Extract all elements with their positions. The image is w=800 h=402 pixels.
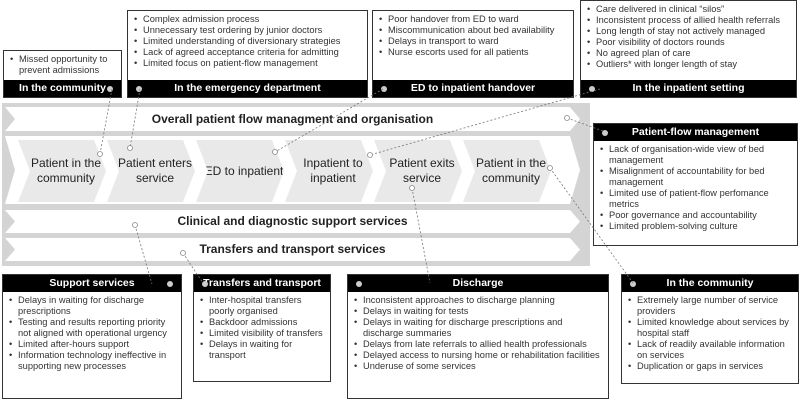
box-header: In the emergency department <box>128 80 367 97</box>
issue-list: Complex admission processUnnecessary tes… <box>128 11 367 80</box>
box-title: In the inpatient setting <box>632 82 745 94</box>
list-item: Long length of stay not actively managed <box>587 26 792 37</box>
issue-list: Inconsistent approaches to discharge pla… <box>348 292 608 398</box>
list-item: Delays in waiting for transport <box>200 339 326 361</box>
list-item: Delays in waiting for discharge prescrip… <box>354 317 604 339</box>
list-item: Information technology ineffective in su… <box>9 350 177 372</box>
box-header: Patient-flow management <box>594 124 797 141</box>
stage-chevron: Patient in the community <box>463 140 551 202</box>
issue-list: Poor handover from ED to wardMiscommunic… <box>373 11 573 80</box>
list-item: Limited problem-solving culture <box>600 221 793 232</box>
box-header: In the inpatient setting <box>581 80 796 97</box>
list-item: Limited focus on patient-flow management <box>134 58 363 69</box>
box-header: In the community <box>622 275 798 292</box>
connector-dot-icon <box>602 130 608 136</box>
connector-dot-icon <box>107 86 113 92</box>
list-item: Misalignment of accountability for bed m… <box>600 166 793 188</box>
box-title: In the emergency department <box>174 82 321 94</box>
list-item: Lack of organisation-wide view of bed ma… <box>600 144 793 166</box>
list-item: Poor handover from ED to ward <box>379 14 569 25</box>
bottom-boxes-panel: In the communityExtremely large number o… <box>621 274 799 384</box>
stage-chevron: ED to inpatient <box>196 140 284 202</box>
connector-dot-icon <box>381 86 387 92</box>
list-item: Delays from late referrals to allied hea… <box>354 339 604 350</box>
list-item: Lack of readily available information on… <box>628 339 794 361</box>
box-title: Support services <box>49 277 135 289</box>
bottom-boxes-panel: Transfers and transportInter-hospital tr… <box>193 274 331 382</box>
connector-dot-icon <box>630 281 636 287</box>
box-title: In the community <box>666 277 754 289</box>
list-item: Care delivered in clinical “silos” <box>587 4 792 15</box>
list-item: Delays in waiting for discharge prescrip… <box>9 295 177 317</box>
issue-list: Missed opportunity to prevent admissions <box>4 51 121 80</box>
list-item: Testing and results reporting priority n… <box>9 317 177 339</box>
list-item: Limited understanding of diversionary st… <box>134 36 363 47</box>
box-title: Discharge <box>452 277 504 289</box>
issue-list: Care delivered in clinical “silos”Incons… <box>581 1 796 80</box>
connector-dot-icon <box>167 281 173 287</box>
list-item: Outliers* with longer length of stay <box>587 59 792 70</box>
list-item: Duplication or gaps in services <box>628 361 794 372</box>
list-item: Extremely large number of service provid… <box>628 295 794 317</box>
side-box-panel: Patient-flow managementLack of organisat… <box>593 123 798 246</box>
list-item: Unnecessary test ordering by junior doct… <box>134 25 363 36</box>
list-item: Limited visibility of transfers <box>200 328 326 339</box>
list-item: Underuse of some services <box>354 361 604 372</box>
box-title: ED to inpatient handover <box>410 82 536 94</box>
box-title: Transfers and transport <box>203 277 321 289</box>
stage-chevron: Inpatient to inpatient <box>285 140 373 202</box>
connector-dot-icon <box>356 281 362 287</box>
box-header: Support services <box>3 275 181 292</box>
bottom-boxes-panel: Support servicesDelays in waiting for di… <box>2 274 182 399</box>
connector-dot-icon <box>136 86 142 92</box>
list-item: Poor visibility of doctors rounds <box>587 37 792 48</box>
box-title: Patient-flow management <box>631 126 760 138</box>
issue-list: Extremely large number of service provid… <box>622 292 798 383</box>
list-item: Backdoor admissions <box>200 317 326 328</box>
box-header: Discharge <box>348 275 608 292</box>
issue-list: Delays in waiting for discharge prescrip… <box>3 292 181 398</box>
issue-list: Lack of organisation-wide view of bed ma… <box>594 141 797 245</box>
connector-dot-icon <box>589 86 595 92</box>
band-overall: Overall patient flow managment and organ… <box>5 107 580 131</box>
list-item: Delays in transport to ward <box>379 36 569 47</box>
list-item: Delays in waiting for tests <box>354 306 604 317</box>
box-header: In the community <box>4 80 121 97</box>
top-boxes-panel: Complex admission processUnnecessary tes… <box>127 10 368 98</box>
top-boxes-panel: Care delivered in clinical “silos”Incons… <box>580 0 797 98</box>
list-item: Inconsistent approaches to discharge pla… <box>354 295 604 306</box>
list-item: Nurse escorts used for all patients <box>379 47 569 58</box>
list-item: Missed opportunity to prevent admissions <box>10 54 117 76</box>
top-boxes-panel: Missed opportunity to prevent admissions… <box>3 50 122 98</box>
bottom-boxes-panel: DischargeInconsistent approaches to disc… <box>347 274 609 399</box>
box-title: In the community <box>19 82 106 94</box>
list-item: Miscommunication about bed availability <box>379 25 569 36</box>
list-item: Limited use of patient-flow perfomance m… <box>600 188 793 210</box>
list-item: Limited after-hours support <box>9 339 177 350</box>
box-header: ED to inpatient handover <box>373 80 573 97</box>
stage-chevron: Patient in the community <box>18 140 106 202</box>
list-item: No agreed plan of care <box>587 48 792 59</box>
list-item: Delayed access to nursing home or rehabi… <box>354 350 604 361</box>
list-item: Complex admission process <box>134 14 363 25</box>
issue-list: Inter-hospital transfers poorly organise… <box>194 292 330 381</box>
connector-dot-icon <box>202 281 208 287</box>
stage-chevron: Patient exits service <box>374 140 462 202</box>
box-header: Transfers and transport <box>194 275 330 292</box>
list-item: Limited knowledge about services by hosp… <box>628 317 794 339</box>
band-clinical: Clinical and diagnostic support services <box>5 210 580 233</box>
band-transfers: Transfers and transport services <box>5 238 580 261</box>
top-boxes-panel: Poor handover from ED to wardMiscommunic… <box>372 10 574 98</box>
list-item: Lack of agreed acceptance criteria for a… <box>134 47 363 58</box>
list-item: Poor governance and accountability <box>600 210 793 221</box>
stage-chevron: Patient enters service <box>107 140 195 202</box>
list-item: Inconsistent process of allied health re… <box>587 15 792 26</box>
list-item: Inter-hospital transfers poorly organise… <box>200 295 326 317</box>
